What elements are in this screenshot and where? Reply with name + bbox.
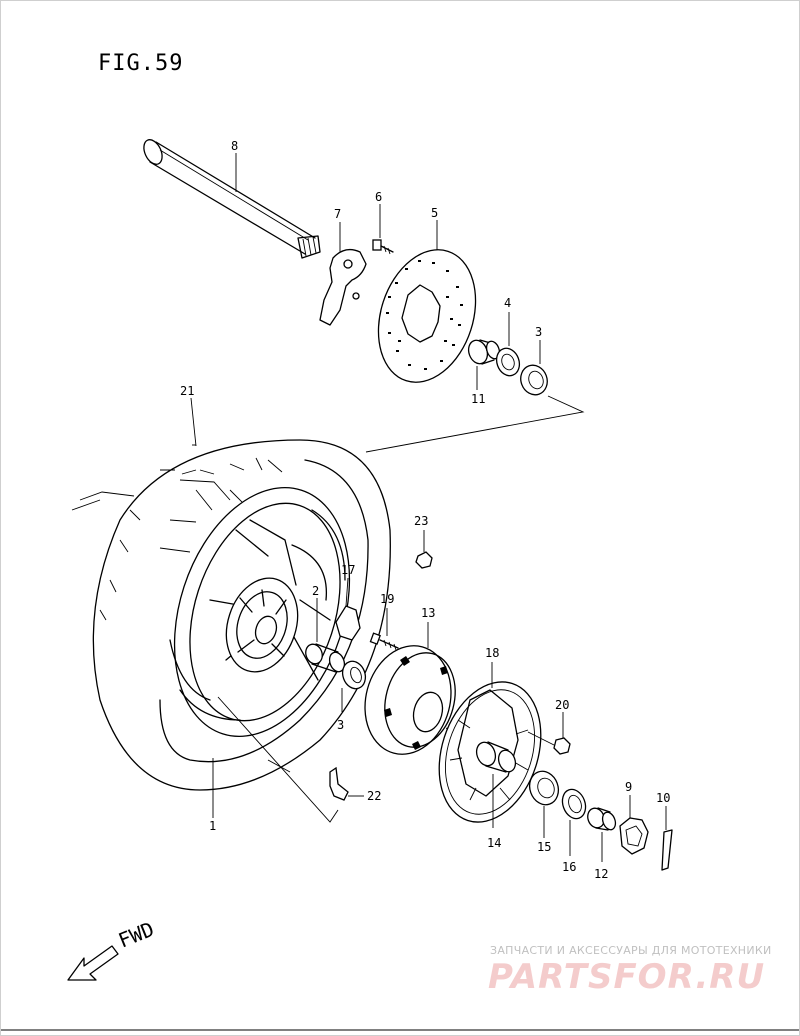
callout-18: 18 xyxy=(485,646,499,660)
bearing-part-15 xyxy=(528,770,560,838)
spacer-part-2 xyxy=(305,598,346,673)
axle-part xyxy=(143,139,321,259)
callout-7: 7 xyxy=(334,207,341,221)
seal-part-16 xyxy=(561,788,587,856)
callout-9: 9 xyxy=(625,780,632,794)
callout-19: 19 xyxy=(380,592,394,606)
callout-21: 21 xyxy=(180,384,194,398)
figure-title: FIG.59 xyxy=(98,51,183,76)
callout-3-upper: 3 xyxy=(535,325,542,339)
valve-leader-line xyxy=(217,696,339,823)
valve-part-22 xyxy=(329,766,364,801)
cotter-pin-part-10 xyxy=(661,806,673,871)
callout-2: 2 xyxy=(312,584,319,598)
axle-nut-part-9 xyxy=(619,795,649,855)
fwd-label: FWD xyxy=(115,917,157,953)
caliper-bracket-part xyxy=(319,222,367,326)
callout-22: 22 xyxy=(367,789,381,803)
nut-part-23 xyxy=(415,530,433,569)
callout-6: 6 xyxy=(375,190,382,204)
watermark-tagline: ЗАПЧАСТИ И АКСЕССУАРЫ ДЛЯ МОТОТЕХНИКИ xyxy=(490,944,772,957)
spacer-part-12 xyxy=(587,807,617,862)
sprocket-carrier-part xyxy=(364,622,456,755)
callout-16: 16 xyxy=(562,860,576,874)
wheel-tire-part xyxy=(71,397,391,818)
callout-15: 15 xyxy=(537,840,551,854)
alignment-line-upper xyxy=(365,395,585,453)
leader-dash xyxy=(267,759,291,773)
callout-23: 23 xyxy=(414,514,428,528)
callout-11: 11 xyxy=(471,392,485,406)
callout-12: 12 xyxy=(594,867,608,881)
callout-4: 4 xyxy=(504,296,511,310)
bolt-part-6 xyxy=(372,204,394,255)
callout-10: 10 xyxy=(656,791,670,805)
callout-13: 13 xyxy=(421,606,435,620)
forward-arrow-icon xyxy=(67,945,119,981)
bolt-part-19 xyxy=(369,608,399,651)
bearing-part-3-upper xyxy=(520,340,548,396)
callout-8: 8 xyxy=(231,139,238,153)
callout-1: 1 xyxy=(209,819,216,833)
nut-part-20 xyxy=(527,712,571,755)
callout-14: 14 xyxy=(487,836,501,850)
watermark-brand: PARTSFOR.RU xyxy=(488,957,765,997)
spacer-part-14 xyxy=(475,741,517,828)
spacer-part-11 xyxy=(467,339,501,390)
brake-disc-part xyxy=(377,220,477,383)
callout-20: 20 xyxy=(555,698,569,712)
bearing-part-3-lower xyxy=(341,660,367,712)
callout-3-lower: 3 xyxy=(337,718,344,732)
damper-part-17 xyxy=(335,577,361,641)
seal-part-4 xyxy=(495,312,521,377)
callout-17: 17 xyxy=(341,563,355,577)
callout-5: 5 xyxy=(431,206,438,220)
